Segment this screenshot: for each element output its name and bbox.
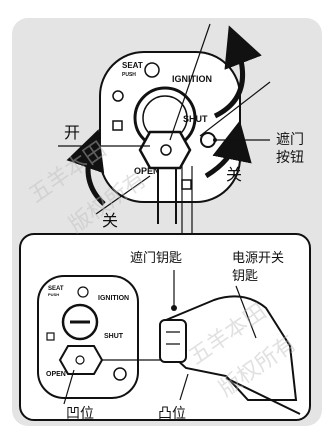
switch-label-push: PUSH — [122, 72, 136, 78]
lock-icon — [112, 120, 123, 131]
label-shutter-button-line2: 按钮 — [276, 150, 304, 166]
bottom-ignition-switch: SEAT PUSH IGNITION SHUT OPEN — [37, 275, 139, 399]
detail-label-shut: SHUT — [104, 333, 124, 340]
switch-label-open: OPEN — [134, 166, 160, 176]
turn-arrow-right-bottom — [204, 120, 252, 179]
switch-label-seat: SEAT — [122, 61, 143, 70]
shutter-button-icon — [200, 132, 216, 148]
label-shutter-key: 遮门钥匙 — [130, 250, 182, 266]
label-notch: 凹位 — [66, 406, 94, 422]
label-shutter-button-line1: 遮门 — [276, 132, 304, 148]
helmet-icon — [112, 90, 124, 102]
top-ignition-switch: SEAT PUSH IGNITION SHUT OPEN — [99, 51, 241, 224]
turn-arrow-right-top — [213, 25, 262, 119]
label-kai: 开 — [64, 123, 80, 142]
detail-label-seat: SEAT — [48, 286, 64, 292]
switch-label-shut: SHUT — [183, 114, 208, 124]
key-slot-detail — [58, 345, 104, 375]
detail-label-push: PUSH — [48, 292, 59, 297]
shutter-key-detail — [159, 295, 301, 415]
seat-dial-icon — [144, 62, 160, 78]
label-bump: 凸位 — [158, 406, 186, 422]
switch-label-ignition: IGNITION — [172, 74, 212, 84]
label-power-key-line1: 电源开关 — [232, 251, 284, 266]
label-power-key-line2: 钥匙 — [232, 269, 258, 284]
shutter-key-head — [138, 130, 192, 170]
label-guan-left: 关 — [102, 211, 118, 230]
detail-label-open: OPEN — [46, 371, 66, 378]
detail-label-ignition: IGNITION — [98, 295, 129, 302]
turn-arrow-left — [66, 129, 106, 206]
label-guan-right: 关 — [226, 165, 242, 184]
